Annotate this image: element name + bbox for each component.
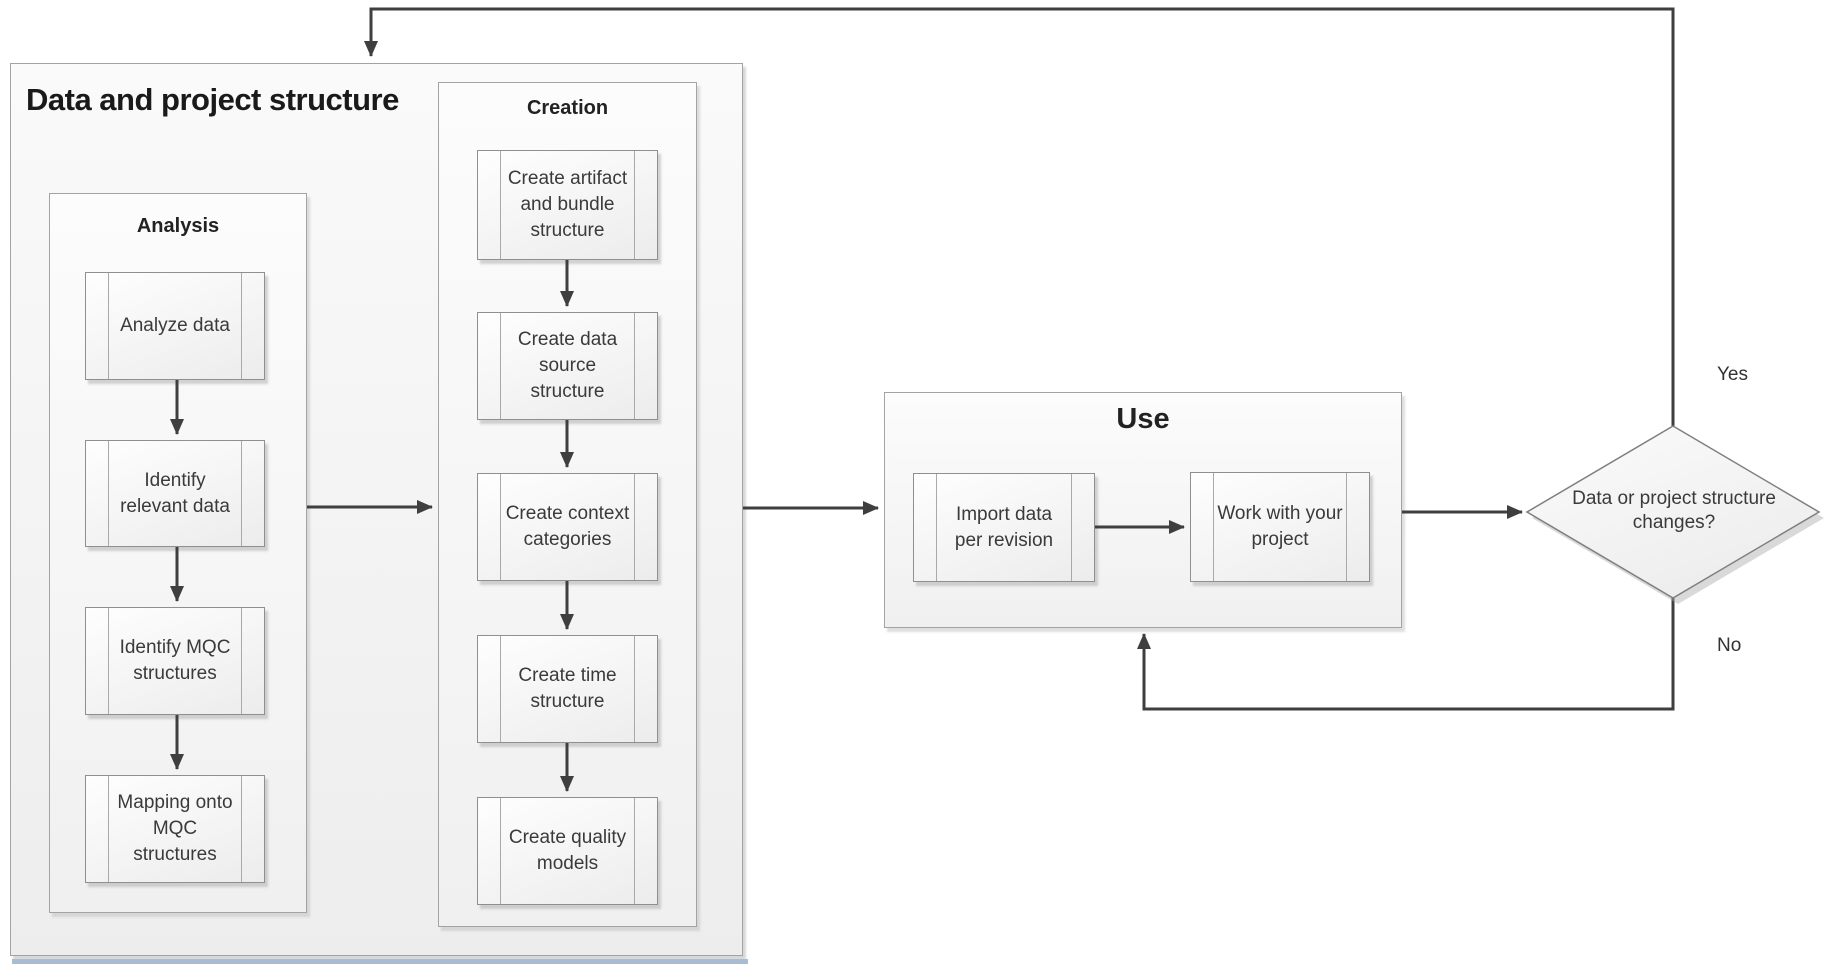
step-create-quality-models: Create quality models (477, 797, 658, 905)
container-title-analysis: Analysis (136, 215, 220, 237)
step-create-time-structure: Create time structure (477, 635, 658, 743)
bottom-window-edge-line (12, 959, 748, 964)
container-title-data-and-project-structure: Data and project structure (26, 82, 399, 117)
step-label: Identify MQC structures (119, 637, 231, 684)
step-create-artifact-and-bundle-structure: Create artifact and bundle structure (477, 150, 658, 260)
step-label: Analyze data (120, 315, 230, 336)
step-import-data-per-revision: Import data per revision (913, 473, 1095, 582)
step-analyze-data: Analyze data (85, 272, 265, 380)
yes-label: Yes (1717, 364, 1748, 385)
no-label: No (1717, 635, 1742, 656)
step-label: Create artifact and bundle structure (507, 168, 628, 241)
step-label: Work with your project (1217, 503, 1343, 550)
step-mapping-onto-mqc-structures: Mapping onto MQC structures (85, 775, 265, 883)
step-label: Create context categories (505, 503, 630, 550)
step-label: Identify relevant data (120, 469, 230, 517)
decision-question: Data or project structure changes? (1572, 488, 1776, 533)
container-title-creation: Creation (526, 97, 609, 119)
step-identify-mqc-structures: Identify MQC structures (85, 607, 265, 715)
step-create-context-categories: Create context categories (477, 473, 658, 581)
step-label: Create time structure (518, 665, 617, 712)
container-title-use: Use (1116, 403, 1170, 435)
step-label: Create quality models (508, 827, 627, 874)
step-work-with-your-project: Work with your project (1190, 472, 1370, 582)
step-identify-relevant-data: Identify relevant data (85, 440, 265, 547)
step-label: Create data source structure (517, 329, 618, 402)
step-create-data-source-structure: Create data source structure (477, 312, 658, 420)
step-label: Mapping onto MQC structures (117, 792, 233, 865)
step-label: Import data per revision (954, 503, 1054, 551)
